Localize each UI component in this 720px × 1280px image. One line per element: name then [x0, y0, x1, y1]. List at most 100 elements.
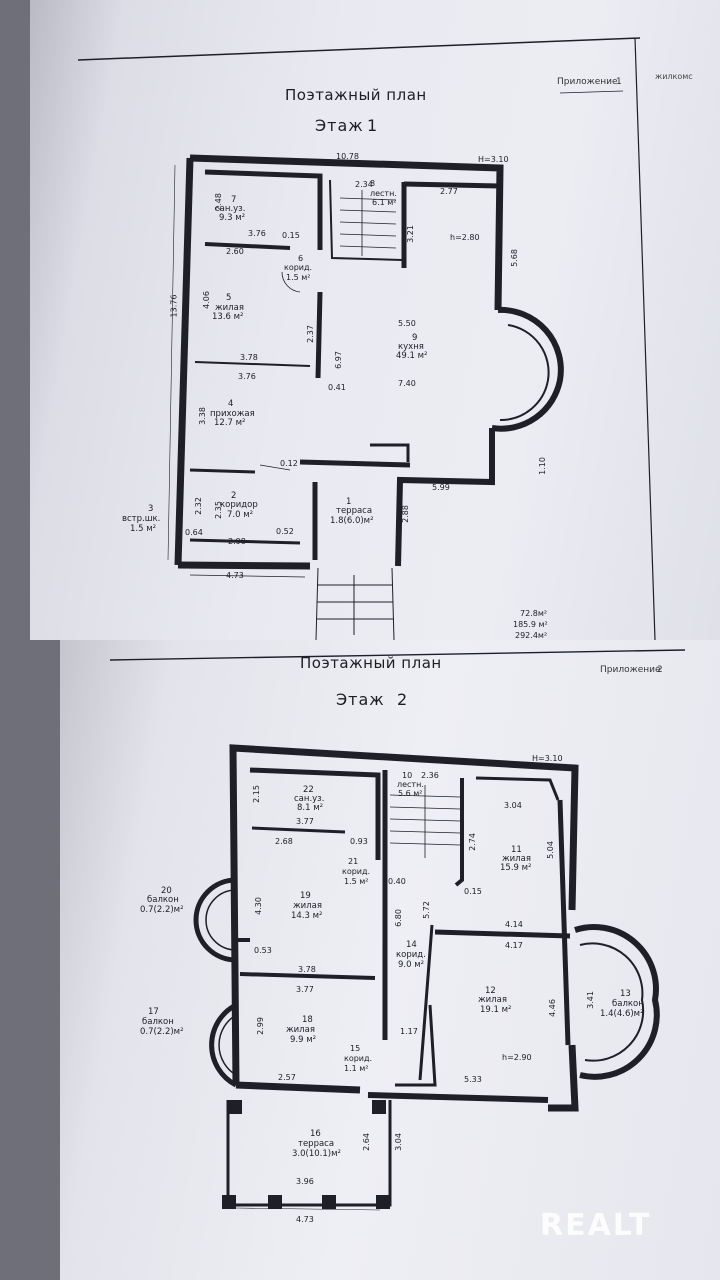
- ceiling-height: h=2.90: [502, 1053, 532, 1062]
- room-1-name: терраса: [336, 506, 373, 516]
- dim: 0.53: [254, 946, 272, 955]
- floor1-plan-drawing: [77, 37, 656, 640]
- dim: 2.57: [278, 1073, 296, 1082]
- dim: 0.40: [388, 877, 406, 886]
- room-17-name: балкон: [142, 1017, 174, 1027]
- dim: 5.33: [464, 1075, 482, 1084]
- dim: 3.96: [296, 1177, 314, 1186]
- dim: 3.04: [393, 1133, 403, 1151]
- room-4-number: 4: [228, 399, 234, 409]
- room-13-name: балкон: [612, 999, 644, 1009]
- dim: 2.34: [355, 180, 373, 189]
- dim: 3.77: [296, 817, 314, 826]
- dim: 10.78: [336, 152, 359, 161]
- dim: 2.77: [440, 187, 458, 196]
- total-area-2: 185.9 м²: [513, 620, 548, 629]
- room-1-area: 1.8(6.0)м²: [330, 516, 374, 526]
- room-18-name: жилая: [286, 1025, 315, 1035]
- room-11-area: 15.9 м²: [500, 863, 532, 873]
- dim: 0.93: [350, 837, 368, 846]
- dim: 3.76: [248, 229, 266, 238]
- floor2-plan-drawing: [109, 649, 686, 1211]
- room-8-area: 6.1 м²: [372, 198, 397, 207]
- room-5-number: 5: [226, 293, 232, 303]
- room-10-area: 5.6 м²: [398, 789, 423, 798]
- room-8-name: лестн.: [370, 189, 397, 198]
- dim: 2.32: [193, 497, 203, 515]
- floor-plan-sheet-2: Приложение 2 Поэтажный план Этаж 2 Н=3.1…: [60, 640, 720, 1280]
- dim: 0.64: [185, 528, 203, 537]
- dim: 5.50: [398, 319, 416, 328]
- dim: 1.17: [400, 1027, 418, 1036]
- room-9-number: 9: [412, 333, 418, 343]
- dim: 3.78: [240, 353, 258, 362]
- dim: 0.41: [328, 383, 346, 392]
- dim: 4.46: [547, 999, 557, 1017]
- room-6-number: 6: [298, 254, 304, 263]
- ceiling-height: h=2.80: [450, 233, 480, 242]
- dim: 5.04: [545, 841, 555, 859]
- dim: 5.68: [509, 249, 519, 267]
- room-11-name: жилая: [502, 854, 531, 864]
- room-14-name: корид.: [396, 950, 426, 960]
- room-22-area: 8.1 м²: [297, 803, 324, 813]
- room-21-name: корид.: [342, 867, 371, 876]
- room-20-name: балкон: [147, 895, 179, 905]
- plan-title: Поэтажный план: [300, 654, 442, 672]
- room-7-name: сан.уз.: [215, 204, 246, 214]
- room-15-name: корид.: [344, 1054, 373, 1063]
- room-12-name: жилая: [478, 995, 507, 1005]
- room-2-number: 2: [231, 491, 237, 501]
- dim: 3.21: [405, 225, 415, 243]
- dim: 3.76: [238, 372, 256, 381]
- dim: 4.06: [201, 291, 211, 309]
- room-2-name: коридор: [220, 500, 258, 510]
- room-18-number: 18: [302, 1015, 313, 1025]
- room-3-number: 3: [148, 504, 154, 514]
- dim: 4.30: [253, 897, 263, 915]
- dim: 2.88: [400, 505, 410, 523]
- room-21-number: 21: [348, 857, 359, 866]
- room-18-area: 9.9 м²: [290, 1035, 317, 1045]
- room-7-area: 9.3 м²: [219, 213, 246, 223]
- room-3-area: 1.5 м²: [130, 524, 157, 534]
- dim: 3.38: [197, 407, 207, 425]
- room-17-area: 0.7(2.2)м²: [140, 1027, 184, 1037]
- height-mark: Н=3.10: [478, 155, 509, 164]
- dim: 2.68: [275, 837, 293, 846]
- room-19-name: жилая: [293, 901, 322, 911]
- dim: 3.78: [298, 965, 316, 974]
- dim: 2.99: [255, 1017, 265, 1035]
- floor-label: Этаж: [336, 690, 385, 709]
- room-12-area: 19.1 м²: [480, 1005, 512, 1015]
- room-3-name: встр.шк.: [122, 514, 161, 524]
- room-6-area: 1.5 м²: [286, 273, 311, 282]
- dim: 5.99: [432, 483, 450, 492]
- room-15-area: 1.1 м²: [344, 1064, 369, 1073]
- room-12-number: 12: [485, 986, 496, 996]
- room-14-area: 9.0 м²: [398, 960, 425, 970]
- room-9-name: кухня: [398, 342, 424, 352]
- room-5-name: жилая: [215, 303, 244, 313]
- room-7-number: 7: [231, 195, 237, 205]
- floor-plan-sheet-1: Приложение 1 Поэтажный план Этаж 1 жилко…: [30, 0, 720, 640]
- dim: 3.41: [585, 991, 595, 1009]
- floor-label: Этаж: [315, 116, 364, 135]
- appendix-label: Приложение: [557, 77, 618, 87]
- dim: 0.15: [282, 231, 300, 240]
- room-9-area: 49.1 м²: [396, 351, 428, 361]
- dim: 2.37: [305, 325, 315, 343]
- dim: 6.97: [333, 351, 343, 369]
- dim: 2.48: [213, 193, 223, 211]
- dim: 2.64: [361, 1133, 371, 1151]
- height-mark: Н=3.10: [532, 754, 563, 763]
- room-15-number: 15: [350, 1044, 361, 1053]
- room-19-area: 14.3 м²: [291, 911, 323, 921]
- dim: 6.80: [393, 909, 403, 927]
- room-8-number: 8: [370, 179, 376, 188]
- dim: 2.60: [226, 247, 244, 256]
- room-4-name: прихожая: [210, 409, 255, 419]
- room-16-number: 16: [310, 1129, 321, 1139]
- plan-title: Поэтажный план: [285, 86, 427, 104]
- dim: 7.40: [398, 379, 416, 388]
